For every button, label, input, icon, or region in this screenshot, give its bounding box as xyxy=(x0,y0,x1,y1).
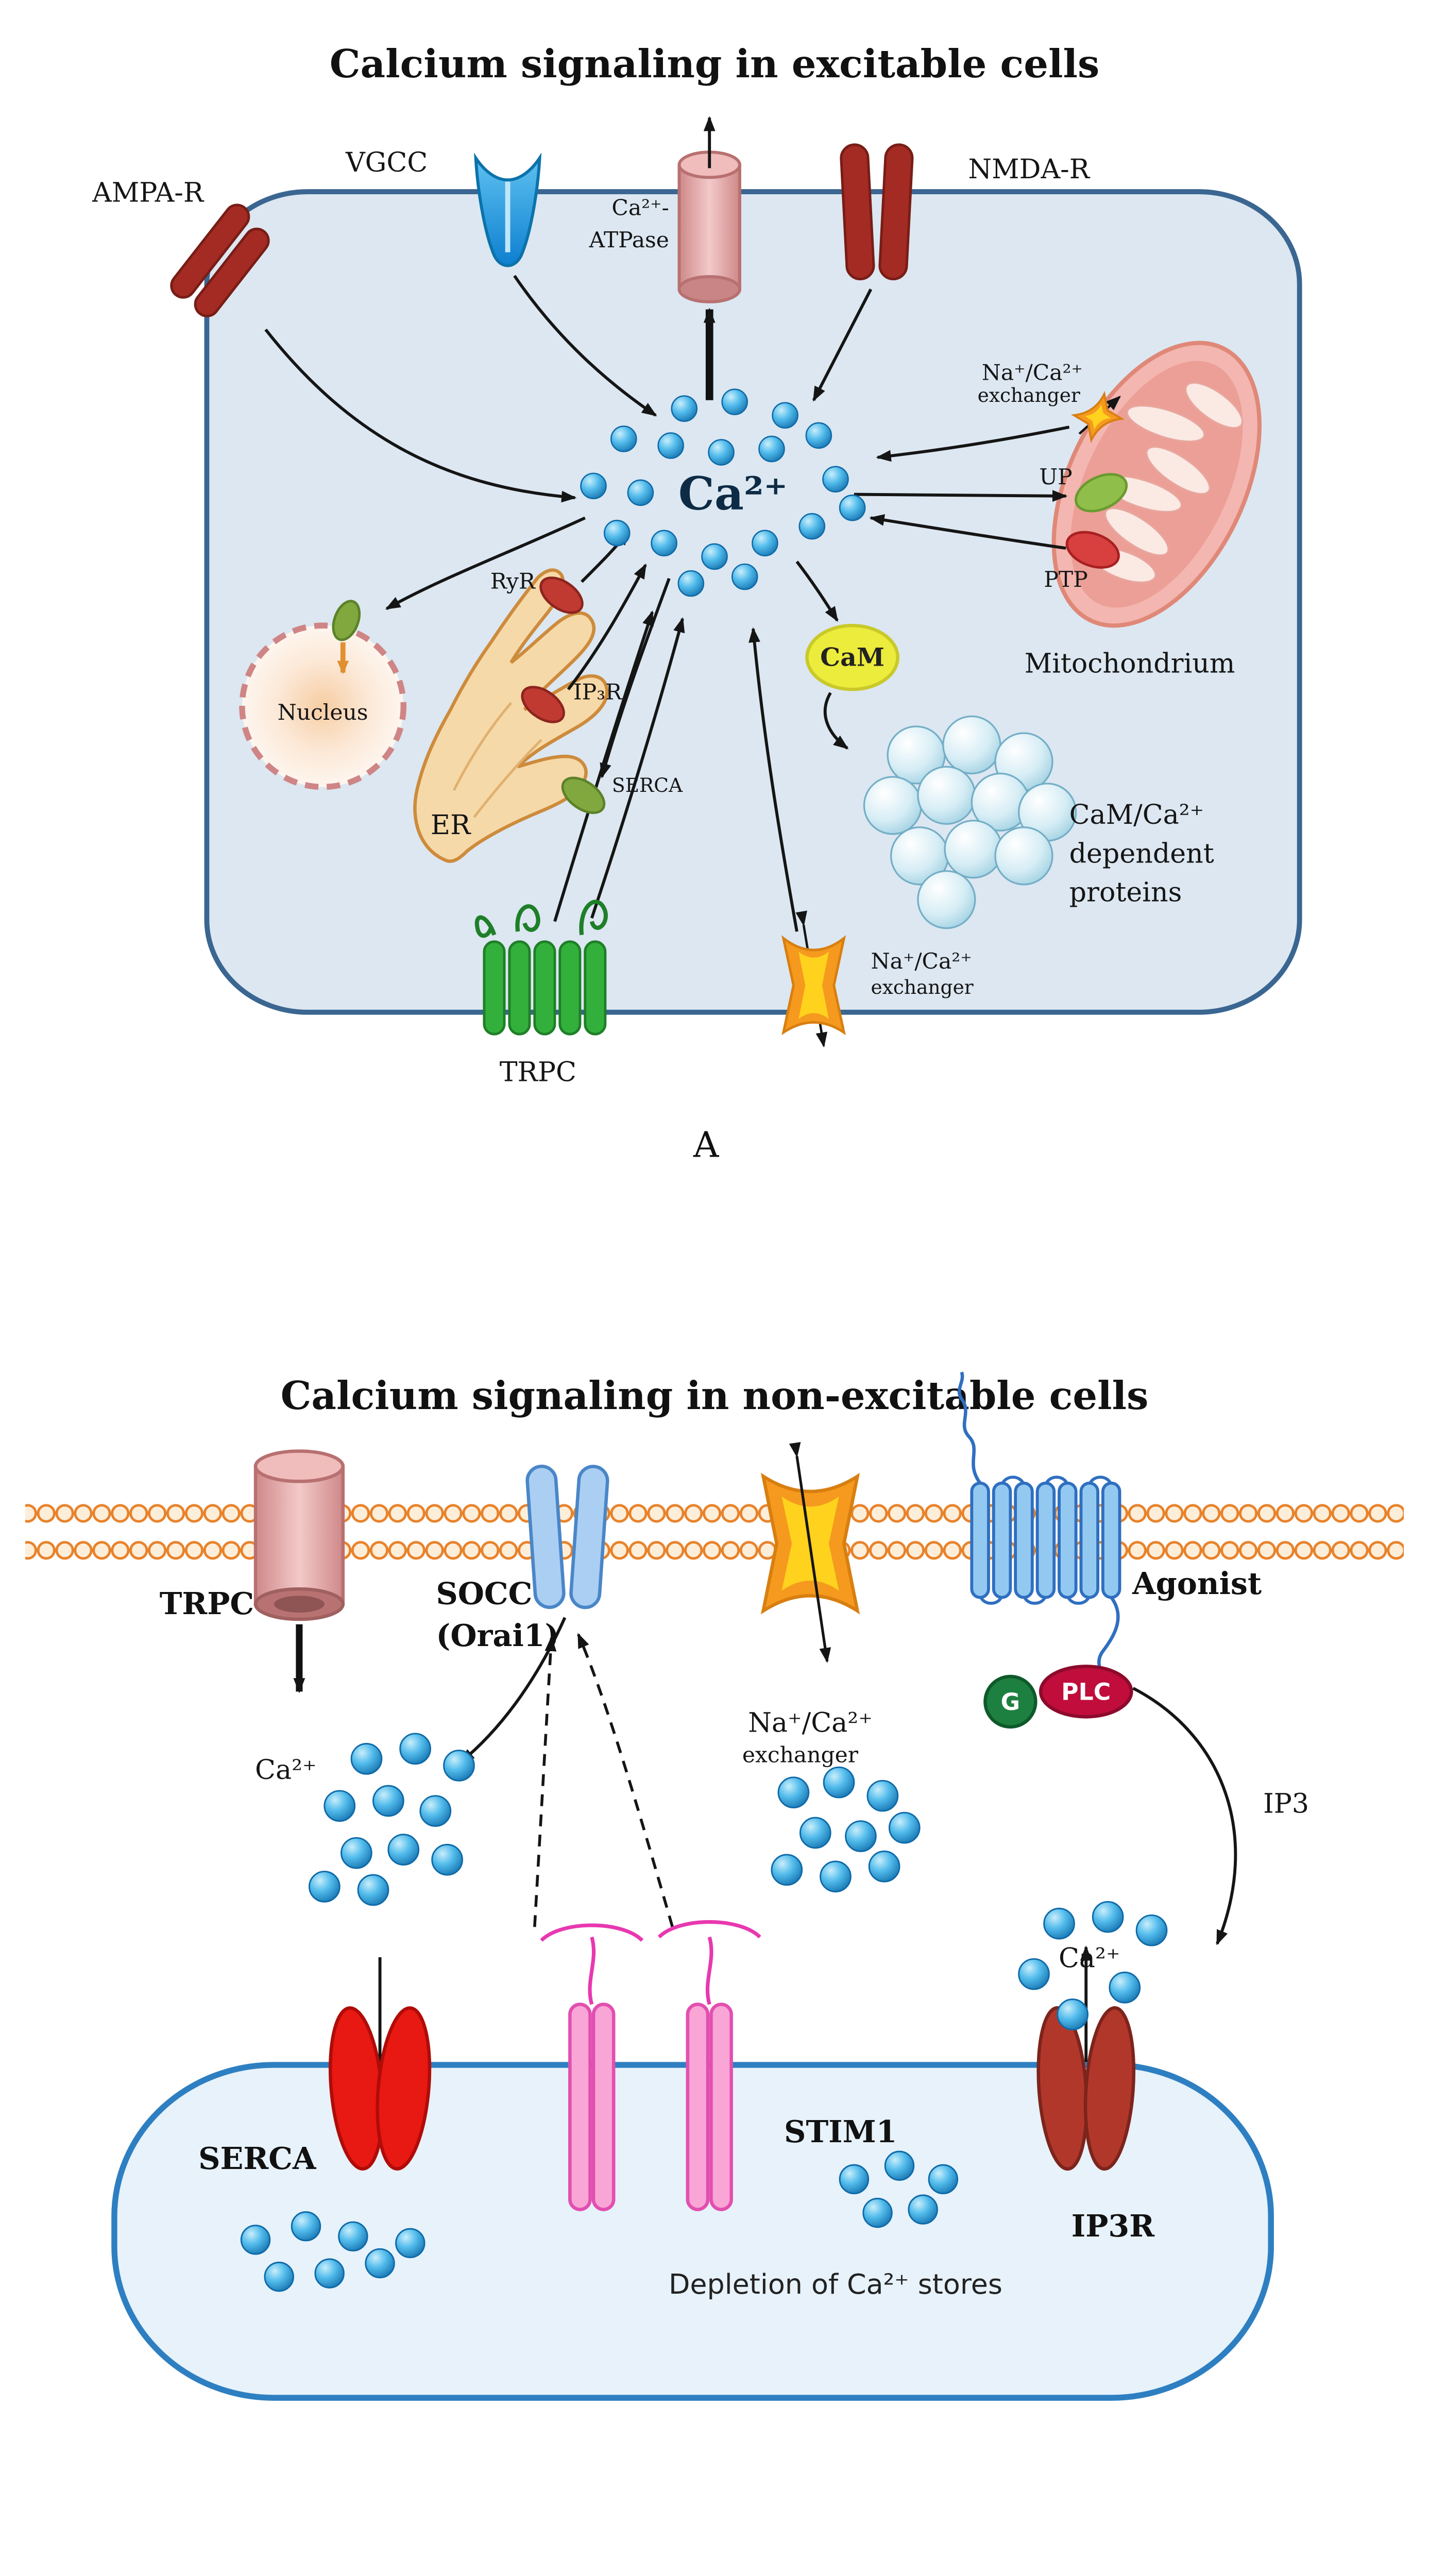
depletion-label: Depletion of Ca²⁺ stores xyxy=(669,2268,1002,2300)
trpc-channel-shape-b xyxy=(253,1449,345,1693)
socc-label-2: (Orai1) xyxy=(436,1618,559,1653)
ca-atpase-label-1: Ca²⁺- xyxy=(611,196,669,221)
ip3r-label-a: IP₃R xyxy=(573,680,622,705)
arrow-ca-to-serca xyxy=(600,578,671,778)
mito-na-ca-exchanger-shape xyxy=(1070,391,1125,444)
na-ca-exchanger-shape-a xyxy=(781,935,846,1036)
nucleus-shape xyxy=(239,600,406,790)
panel-b: Calcium signaling in non-excitable cells xyxy=(25,1371,1404,2576)
arrow-exchanger-bidirectional-b xyxy=(789,1442,831,1663)
arrow-ptp-to-ca xyxy=(869,514,1066,550)
mito-exchanger-label-1: Na⁺/Ca²⁺ xyxy=(982,361,1083,386)
nuclear-import-channel-shape xyxy=(332,600,361,641)
vgcc-channel-shape xyxy=(474,152,542,267)
cam-proteins-label-3: proteins xyxy=(1069,877,1182,908)
ca-ions-cluster-central xyxy=(580,388,866,597)
panel-b-title: Calcium signaling in non-excitable cells xyxy=(281,1373,1149,1418)
ca-ions-cluster-right xyxy=(1018,1901,1168,2030)
g-protein-label: G xyxy=(1001,1688,1020,1716)
vgcc-label: VGCC xyxy=(345,147,428,178)
arrow-ampar-to-ca xyxy=(264,328,577,503)
cam-dependent-proteins-cluster xyxy=(863,715,1077,929)
panel-b-letter: B xyxy=(693,2574,719,2576)
arrow-plc-ip3 xyxy=(1132,1687,1237,1945)
exchanger-label-b-1: Na⁺/Ca²⁺ xyxy=(748,1708,872,1739)
ca-atpase-label-2: ATPase xyxy=(589,228,669,253)
up-label: UP xyxy=(1039,465,1072,490)
exchanger-label-a-2: exchanger xyxy=(871,976,974,998)
arrow-trpc-to-ca-2 xyxy=(590,617,685,919)
mitochondrium-label: Mitochondrium xyxy=(1025,649,1235,680)
cam-proteins-label-2: dependent xyxy=(1069,838,1214,869)
uniporter-shape xyxy=(1075,473,1128,513)
arrow-ca-to-up xyxy=(854,490,1068,502)
arrow-stim1-to-socc-1 xyxy=(533,1636,557,1927)
arrow-vgcc-to-ca xyxy=(513,275,657,417)
ptp-shape xyxy=(1065,531,1120,569)
arrow-ca-to-cam xyxy=(795,561,839,622)
trpc-label-b: TRPC xyxy=(160,1586,254,1621)
nmdar-label: NMDA-R xyxy=(968,154,1090,185)
serca-pump-shape-b xyxy=(328,2006,432,2171)
arrow-ip3r-to-ca xyxy=(567,563,647,690)
ca-label-left: Ca²⁺ xyxy=(255,1755,317,1786)
serca-pump-shape-a xyxy=(561,776,606,815)
er-label: ER xyxy=(431,810,471,841)
stim1-shape xyxy=(540,1920,761,2211)
trpc-label-a: TRPC xyxy=(500,1057,576,1088)
stim1-label: STIM1 xyxy=(784,2114,897,2149)
cam-label: CaM xyxy=(820,642,884,672)
mito-exchanger-label-2: exchanger xyxy=(978,384,1080,406)
ca-ions-cluster-middle xyxy=(771,1766,921,1893)
agonist-receptor-shape xyxy=(957,1371,1121,1686)
exchanger-label-a-1: Na⁺/Ca²⁺ xyxy=(871,949,972,974)
ca-atpase-pump-shape xyxy=(677,116,741,400)
ip3r-channel-shape-a xyxy=(521,686,565,723)
ampar-receptor-shape xyxy=(170,204,270,317)
trpc-channel-shape-a xyxy=(474,900,608,1036)
lipid-bilayer xyxy=(25,1503,1404,1561)
na-ca-exchanger-shape-b xyxy=(760,1442,860,1663)
panel-a: Calcium signaling in excitable cells xyxy=(92,41,1302,1165)
arrow-cam-to-proteins xyxy=(823,692,849,750)
arrow-trpc-to-ca-1 xyxy=(553,610,654,922)
ryr-label: RyR xyxy=(490,569,536,594)
cam-proteins-label-1: CaM/Ca²⁺ xyxy=(1069,800,1204,831)
ca-ions-cluster-er-right xyxy=(839,2150,959,2228)
arrow-exchanger-to-ca xyxy=(748,627,798,932)
arrow-ca-to-nucleus xyxy=(385,516,586,611)
socc-channel-shape xyxy=(525,1464,609,1609)
ryr-channel-shape xyxy=(539,577,584,614)
arrow-stim1-to-socc-2 xyxy=(577,1633,674,1928)
er-shape xyxy=(413,568,609,863)
exchanger-label-b-2: exchanger xyxy=(742,1742,859,1768)
panel-a-letter: A xyxy=(693,1124,720,1165)
ip3-label: IP3 xyxy=(1263,1788,1309,1819)
signal-arrows-a xyxy=(264,275,1121,1048)
serca-label-a: SERCA xyxy=(612,774,683,796)
nucleus-label: Nucleus xyxy=(278,700,368,725)
cam-shape xyxy=(805,623,899,691)
plc-shape xyxy=(1039,1665,1133,1719)
ip3r-channel-shape-b xyxy=(1036,2006,1136,2171)
serca-label-b: SERCA xyxy=(198,2141,317,2176)
plc-label: PLC xyxy=(1061,1679,1111,1706)
ca-central-label: Ca²⁺ xyxy=(678,467,788,520)
ca-ions-cluster-left xyxy=(309,1733,475,1906)
ptp-label: PTP xyxy=(1044,567,1087,592)
arrow-nmdar-to-ca xyxy=(812,289,873,402)
nmdar-receptor-shape xyxy=(840,143,914,281)
ampar-label: AMPA-R xyxy=(92,178,205,209)
g-protein-shape xyxy=(983,1674,1037,1729)
ca-ions-cluster-er-left xyxy=(240,2211,426,2292)
ca-label-right: Ca²⁺ xyxy=(1059,1943,1120,1974)
panel-a-title: Calcium signaling in excitable cells xyxy=(330,41,1099,87)
agonist-label: Agonist xyxy=(1132,1566,1262,1601)
socc-label-1: SOCC xyxy=(436,1576,532,1612)
ip3r-label-b: IP3R xyxy=(1071,2208,1155,2244)
arrow-mito-exchanger-to-ca xyxy=(876,426,1070,462)
